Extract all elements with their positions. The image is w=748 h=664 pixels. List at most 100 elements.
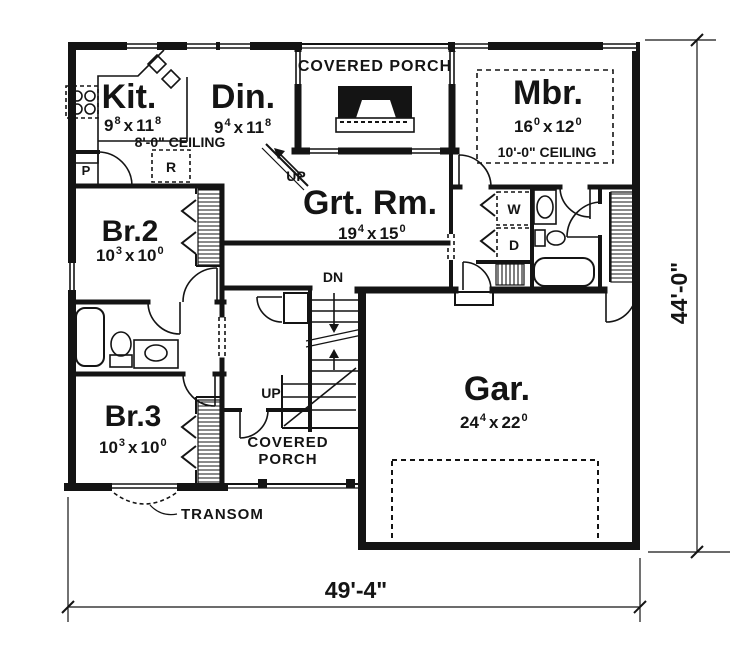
dimension-tick (690, 33, 704, 47)
vanity (533, 189, 557, 225)
closet-wall (195, 396, 222, 487)
stair-break-line (305, 334, 363, 348)
bathtub (533, 257, 595, 287)
window (603, 41, 636, 51)
burner (71, 90, 83, 102)
window (412, 147, 440, 156)
dimension-tick (61, 600, 75, 614)
sink-basin (146, 53, 168, 75)
dimension-tick (690, 545, 704, 559)
stairs (281, 292, 363, 429)
overall-depth-dim: 44'-0" (666, 262, 692, 324)
dryer-label: D (509, 237, 519, 253)
covered-porch-top-label: COVERED PORCH (298, 58, 452, 75)
window (220, 41, 250, 51)
toilet-bowl (546, 230, 566, 246)
pantry-label: P (82, 163, 91, 178)
dimension-lines (61, 33, 730, 622)
interior-walls (69, 149, 639, 490)
garage-door-apron (391, 459, 599, 546)
window (67, 263, 77, 290)
closet-wall (195, 188, 222, 267)
bifold-door (180, 415, 197, 439)
window (448, 52, 457, 84)
bifold-door (479, 193, 496, 217)
washer-label: W (507, 201, 521, 217)
garage-label: Gar. (464, 370, 530, 408)
toilet-tank (109, 354, 133, 368)
stair-up-arrowhead (329, 349, 339, 358)
sink-basin (160, 68, 182, 90)
hearth (335, 117, 415, 133)
overall-width-dim: 49'-4" (325, 577, 387, 603)
garage-step (454, 291, 494, 306)
master-ceiling-note: 10'-0" CEILING (498, 144, 597, 160)
stair-break-line (305, 328, 363, 342)
dimension-labels: 49'-4" 44'-0" (325, 262, 692, 603)
stairs-up-label: UP (261, 385, 280, 401)
stair-winder-line (283, 367, 357, 427)
burner (71, 103, 83, 115)
bifold-door (180, 199, 197, 223)
fireplace (335, 86, 415, 133)
burner (84, 103, 96, 115)
porch-post (258, 479, 267, 488)
walkin-closet-door (566, 201, 603, 238)
bedroom2-label: Br.2 (102, 215, 159, 248)
master-bedroom-door (458, 154, 492, 188)
dining-label: Din. (211, 78, 275, 116)
peninsula-counter (98, 77, 188, 142)
closet-shelving (610, 191, 635, 283)
vanity (133, 339, 179, 369)
hall-bath-fixtures (75, 307, 179, 369)
transom-arc (113, 492, 177, 505)
hall-closet-door (256, 296, 283, 323)
bifold-door (180, 231, 197, 255)
garage-features (391, 291, 599, 546)
porch-door (239, 409, 269, 439)
transom-leader (149, 504, 178, 516)
vanity-sink (536, 195, 554, 219)
windows (67, 41, 636, 516)
counter-edge (76, 49, 165, 164)
master-bedroom-label: Mbr. (513, 74, 583, 112)
bathtub (75, 307, 105, 367)
bedroom2-door (182, 267, 218, 303)
window (455, 41, 488, 51)
toilet-bowl (110, 331, 132, 357)
closets (180, 188, 635, 487)
hall-closet-shelving (283, 292, 309, 324)
window (187, 41, 216, 51)
garage-side-door (605, 289, 637, 323)
stairs-down-label: DN (323, 269, 343, 285)
closet-shelving (197, 188, 221, 266)
garage-entry-door (462, 261, 492, 291)
master-bath-fixtures (533, 189, 595, 287)
great-room-label: Grt. Rm. (303, 184, 437, 222)
bifold-door (479, 229, 496, 253)
master-bath-door (559, 186, 591, 219)
dimension-tick (633, 600, 647, 614)
wall-segment (358, 42, 640, 550)
kitchen-ceiling-note: 8'-0" CEILING (135, 134, 226, 150)
range-outline (65, 85, 99, 119)
bath-door (147, 301, 181, 335)
dryer-outline (496, 227, 532, 262)
window (127, 41, 157, 51)
window (294, 52, 303, 84)
fixture-labels: P R W D DN UP UP TRANSOM (82, 159, 522, 523)
covered-porch-bottom-line2: PORCH (258, 451, 317, 468)
range-label: R (166, 159, 176, 175)
washer-outline (496, 191, 532, 226)
kitchen-fixtures (65, 49, 191, 183)
fireplace-icon (338, 86, 412, 118)
closet-shelving (197, 399, 221, 485)
porch-post (346, 479, 355, 488)
